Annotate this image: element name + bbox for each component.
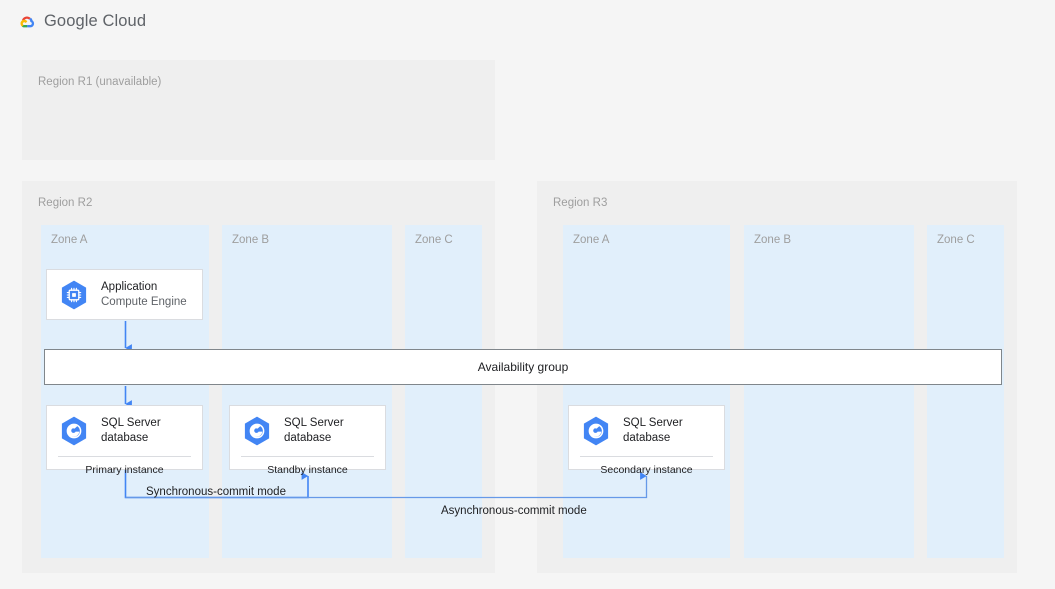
google-cloud-logo-icon [20,16,35,28]
card-sql-primary-footer: Primary instance [85,464,164,476]
synchronous-commit-label: Synchronous-commit mode [146,486,286,498]
card-divider [580,456,713,457]
zone-r2-b: Zone B [222,225,392,558]
zone-r2-b-label: Zone B [232,234,270,246]
google-cloud-wordmark: Google Cloud [44,12,147,30]
card-sql-secondary-footer: Secondary instance [600,464,693,476]
zone-r3-b: Zone B [744,225,914,558]
page-header: Google Cloud [0,0,1055,46]
card-sql-secondary-title2: database [623,432,671,444]
card-sql-secondary[interactable]: SQL Server database Secondary instance [568,405,725,476]
asynchronous-commit-label: Asynchronous-commit mode [441,505,587,517]
region-r3-label: Region R3 [553,197,608,209]
cloud-sql-icon [61,416,87,446]
region-r2-label: Region R2 [38,197,93,209]
card-sql-primary-title2: database [101,432,149,444]
card-application[interactable]: Application Compute Engine [46,269,203,320]
card-sql-primary[interactable]: SQL Server database Primary instance [46,405,203,476]
availability-group-label: Availability group [477,360,569,374]
zone-r2-c: Zone C [405,225,482,558]
cloud-sql-icon [244,416,270,446]
card-divider [241,456,374,457]
region-r1: Region R1 (unavailable) [22,60,495,160]
compute-engine-icon [61,280,87,310]
card-application-title: Application [101,281,158,294]
card-sql-standby-title2: database [284,432,332,444]
card-sql-standby[interactable]: SQL Server database Standby instance [229,405,386,476]
zone-r3-c-label: Zone C [937,234,975,246]
card-sql-secondary-title: SQL Server [623,417,683,430]
cloud-sql-icon [583,416,609,446]
card-application-subtitle: Compute Engine [101,296,187,308]
card-sql-standby-footer: Standby instance [267,464,348,476]
zone-r2-a-label: Zone A [51,234,88,246]
card-divider [58,456,191,457]
card-sql-standby-title: SQL Server [284,417,344,430]
zone-r2-c-label: Zone C [415,234,453,246]
zone-r3-a: Zone A [563,225,730,558]
availability-group-bar: Availability group [44,349,1002,385]
region-r1-label: Region R1 (unavailable) [38,76,162,88]
zone-r3-a-label: Zone A [573,234,610,246]
card-sql-primary-title: SQL Server [101,417,161,430]
zone-r3-b-label: Zone B [754,234,792,246]
zone-r3-c: Zone C [927,225,1004,558]
